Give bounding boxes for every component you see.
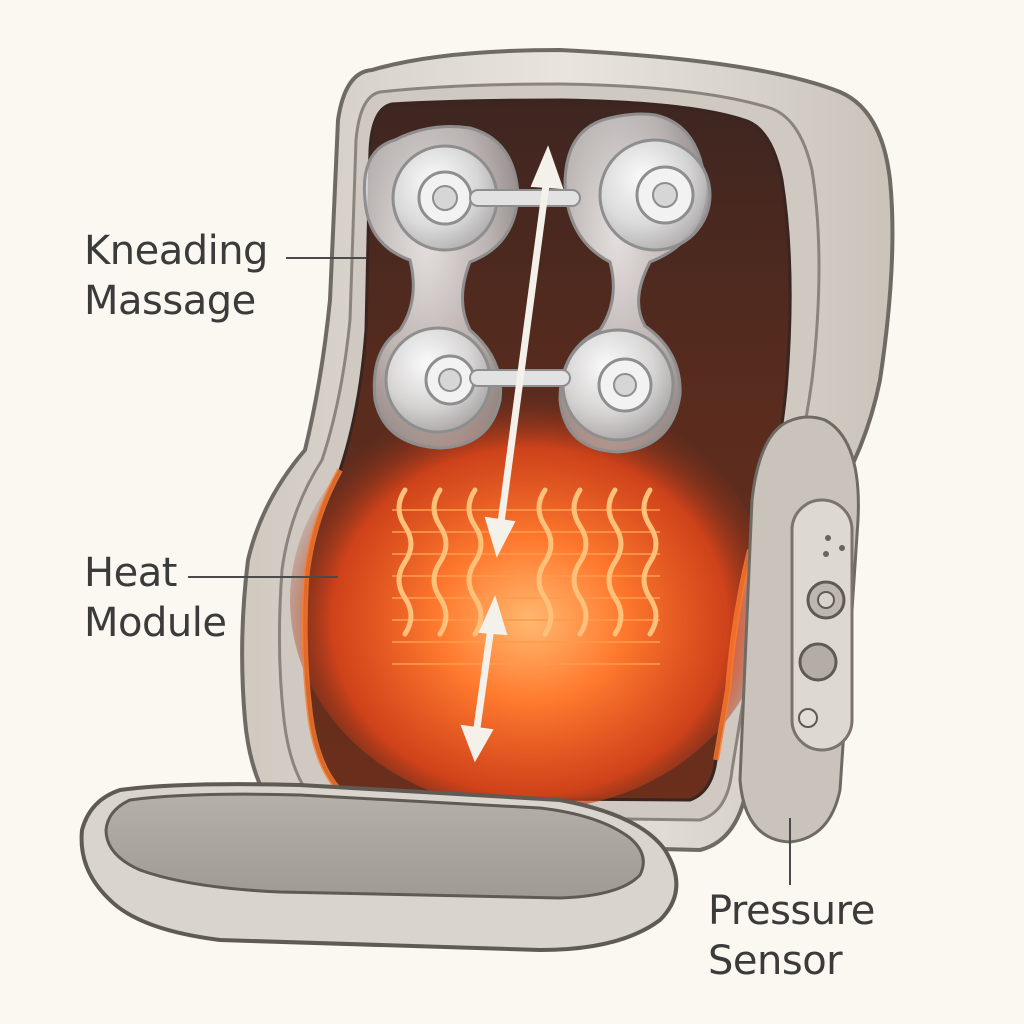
massage-roller-icon [362,112,712,454]
label-pressure-sensor: Pressure Sensor [708,886,875,986]
label-text: Module [84,600,227,646]
heat-edge-glow-right [713,549,753,761]
indicator-dot [823,551,829,557]
control-button-icon[interactable] [798,708,818,728]
label-text: Pressure [708,888,875,934]
control-strip [790,498,854,752]
label-text: Massage [84,278,256,324]
label-text: Sensor [708,938,843,984]
control-button-icon[interactable] [798,642,838,682]
control-button-icon[interactable] [806,580,846,620]
label-kneading-massage: Kneading Massage [84,226,268,326]
arrow-up-down-icon [460,145,564,763]
label-text: Kneading [84,228,268,274]
label-text: Heat [84,550,177,596]
heat-edge-glow [301,468,350,801]
indicator-dot [839,545,845,551]
heat-glow [290,390,770,810]
indicator-dot [825,535,831,541]
cushion-seat-top [104,792,645,900]
label-heat-module: Heat Module [84,548,227,648]
heat-wave-icon [396,487,659,637]
